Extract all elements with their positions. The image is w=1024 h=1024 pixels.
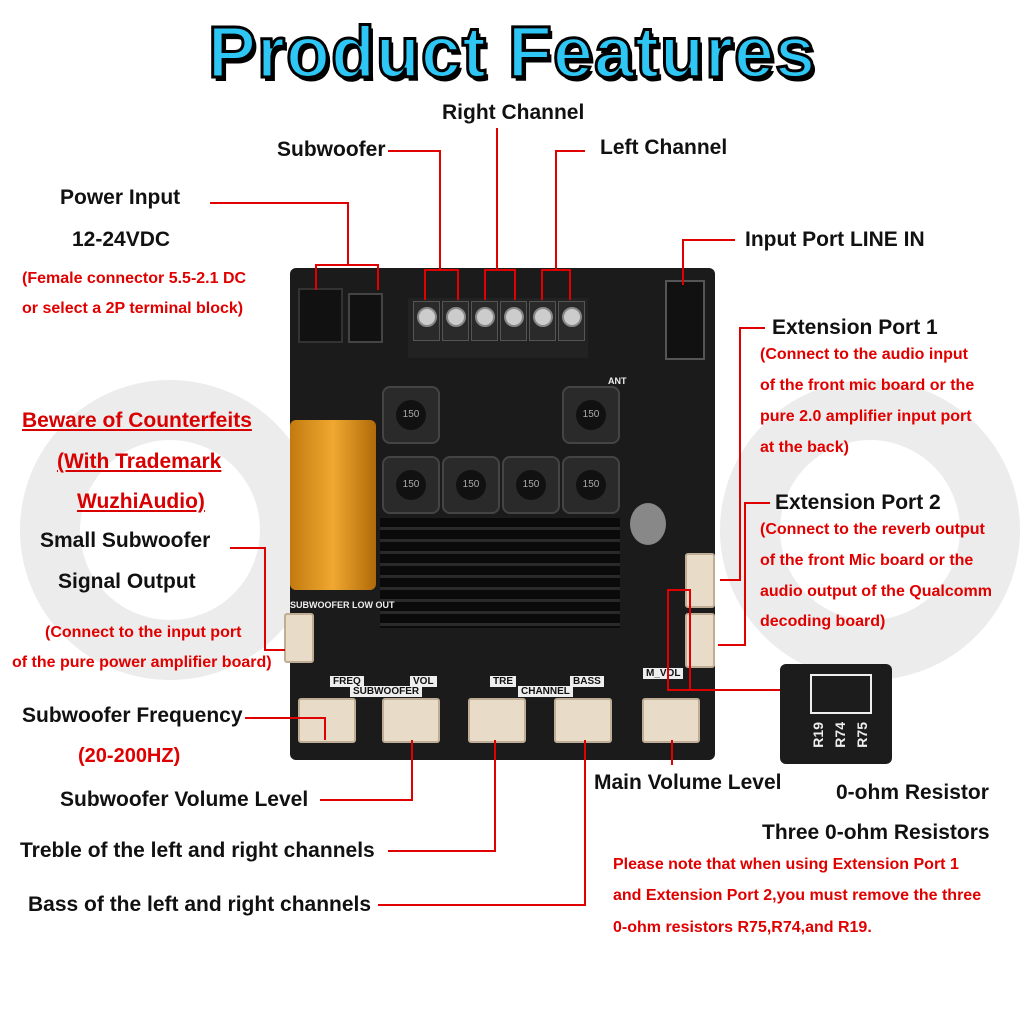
label-power-voltage: 12-24VDC xyxy=(72,228,171,251)
label-left-channel: Left Channel xyxy=(600,136,728,159)
bass-connector xyxy=(554,698,612,743)
2p-terminal xyxy=(348,293,383,343)
treble-connector xyxy=(468,698,526,743)
label-zero-ohm: 0-ohm Resistor xyxy=(836,781,989,804)
label-three-zero-ohm: Three 0-ohm Resistors xyxy=(762,821,990,844)
label-bass: Bass of the left and right channels xyxy=(28,893,372,916)
label-small-subwoofer: Small Subwoofer xyxy=(40,529,211,552)
capacitor xyxy=(290,420,376,590)
label-sub-frequency: Subwoofer Frequency xyxy=(22,704,243,727)
label-subwoofer: Subwoofer xyxy=(277,138,386,161)
amplifier-board: ANT 150 150 150 150 150 150 SUBWOOFER LO… xyxy=(284,268,715,760)
label-power-input: Power Input xyxy=(60,186,181,209)
freq-connector xyxy=(298,698,356,743)
label-ext-port-2: Extension Port 2 xyxy=(775,491,941,514)
line-in-jack xyxy=(665,280,705,360)
label-main-volume: Main Volume Level xyxy=(594,771,782,794)
label-treble: Treble of the left and right channels xyxy=(20,839,375,862)
label-sub-volume: Subwoofer Volume Level xyxy=(60,788,309,811)
label-right-channel: Right Channel xyxy=(442,101,585,124)
sub-out-connector xyxy=(284,613,314,663)
dc-jack xyxy=(298,288,343,343)
label-ext-port-1: Extension Port 1 xyxy=(772,316,938,339)
label-line-in: Input Port LINE IN xyxy=(745,228,925,251)
counterfeit-warning: Beware of Counterfeits xyxy=(22,409,252,432)
removal-note: Please note that when using Extension Po… xyxy=(613,856,959,873)
page-title: Product Features xyxy=(206,12,817,95)
resistor-inset: R19 R74 R75 xyxy=(780,664,892,764)
heatsink xyxy=(380,518,620,628)
sub-vol-connector xyxy=(382,698,440,743)
